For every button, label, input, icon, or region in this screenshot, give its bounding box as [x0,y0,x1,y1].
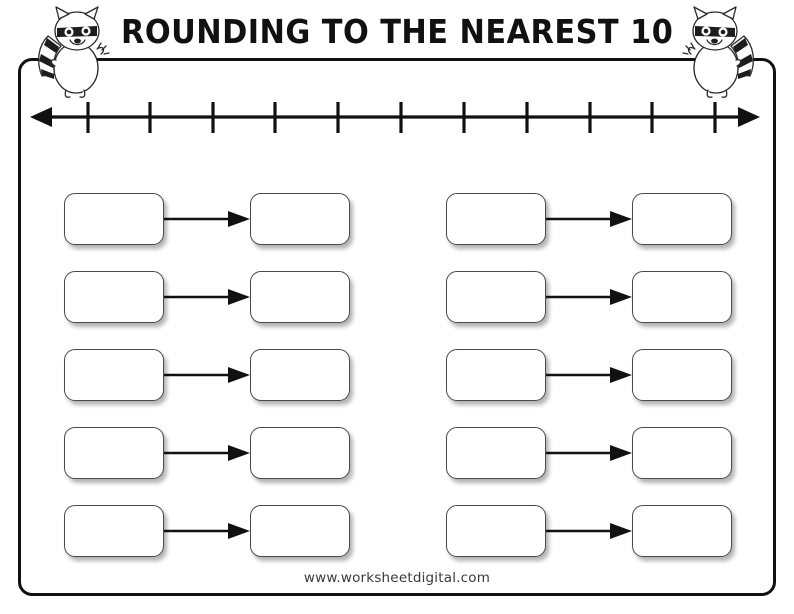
output-box-right-2[interactable] [632,271,732,323]
output-box-right-1[interactable] [632,193,732,245]
input-box-left-3[interactable] [64,349,164,401]
raccoon-mascot-right-icon [678,2,764,102]
input-box-right-1[interactable] [446,193,546,245]
arrow-right-icon [164,365,250,385]
problem-right-3 [446,348,732,402]
problem-right-4 [446,426,732,480]
raccoon-mascot-left-icon [28,2,114,102]
problem-row [0,504,794,558]
problem-row [0,270,794,324]
worksheet-border-frame [18,58,776,596]
input-box-right-4[interactable] [446,427,546,479]
problem-left-2 [64,270,350,324]
output-box-right-3[interactable] [632,349,732,401]
output-box-left-3[interactable] [250,349,350,401]
arrow-right-icon [164,443,250,463]
output-box-left-1[interactable] [250,193,350,245]
output-box-left-4[interactable] [250,427,350,479]
arrow-right-icon [546,521,632,541]
problem-left-5 [64,504,350,558]
number-line [30,96,760,138]
output-box-left-2[interactable] [250,271,350,323]
arrow-right-icon [546,287,632,307]
problem-row [0,192,794,246]
arrow-right-icon [164,287,250,307]
output-box-right-4[interactable] [632,427,732,479]
input-box-left-1[interactable] [64,193,164,245]
arrow-right-icon [164,521,250,541]
arrow-right-icon [164,209,250,229]
problem-right-5 [446,504,732,558]
input-box-right-3[interactable] [446,349,546,401]
input-box-left-4[interactable] [64,427,164,479]
problem-row [0,348,794,402]
input-box-left-2[interactable] [64,271,164,323]
input-box-right-5[interactable] [446,505,546,557]
problem-right-2 [446,270,732,324]
output-box-right-5[interactable] [632,505,732,557]
footer-website-url: www.worksheetdigital.com [303,570,491,586]
problem-right-1 [446,192,732,246]
problem-left-4 [64,426,350,480]
arrow-right-icon [546,365,632,385]
input-box-right-2[interactable] [446,271,546,323]
problem-left-3 [64,348,350,402]
input-box-left-5[interactable] [64,505,164,557]
page-title-text: ROUNDING TO THE NEAREST 10 [120,11,674,51]
problem-left-1 [64,192,350,246]
arrow-right-icon [546,209,632,229]
page-title: ROUNDING TO THE NEAREST 10 [0,4,794,58]
problem-row [0,426,794,480]
output-box-left-5[interactable] [250,505,350,557]
arrow-right-icon [546,443,632,463]
